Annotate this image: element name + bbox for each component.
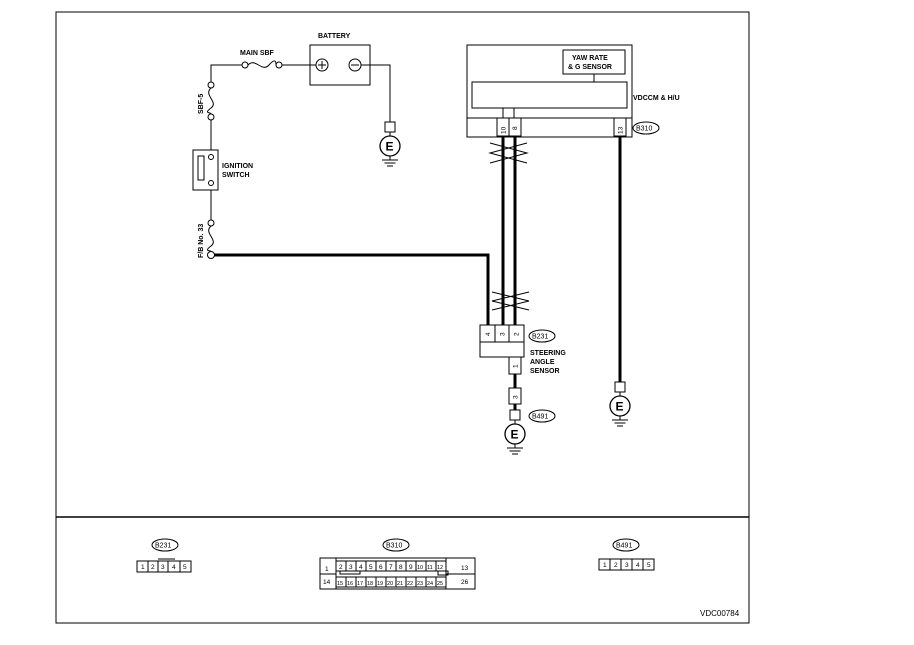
yaw-rate-label-1: YAW RATE <box>572 55 608 62</box>
b310-pin-top: 4 <box>359 564 363 571</box>
b491-view-pin: 1 <box>603 562 607 569</box>
main-sbf-label: MAIN SBF <box>240 50 275 57</box>
ground-symbol: E <box>616 400 624 414</box>
b310-pin-top: 12 <box>437 565 443 571</box>
b310-pin-bottom: 20 <box>387 581 393 587</box>
b310-badge: B310 <box>632 121 660 135</box>
diagram-frame <box>55 11 750 624</box>
fb33-label: F/B No. 33 <box>198 224 205 258</box>
sbf5-fuse: SBF-5 <box>198 81 215 121</box>
b231-view-pin: 2 <box>151 564 155 571</box>
b310-pin-top: 5 <box>369 564 373 571</box>
b310-pin-top: 3 <box>349 564 353 571</box>
b310-pin-bottom: 25 <box>437 581 443 587</box>
sas-pin-4: 4 <box>485 332 492 336</box>
b310-pin-bottom: 15 <box>337 581 343 587</box>
vdccm-unit: YAW RATE & G SENSOR 10 8 13 VDCCM & H/U <box>466 44 680 138</box>
b310-pin-bottom: 24 <box>427 581 433 587</box>
twist-mark-top <box>488 142 529 164</box>
b231-view-pin: 3 <box>161 564 165 571</box>
b310-pin-bottom: 16 <box>347 581 353 587</box>
vdccm-pin-8: 8 <box>512 126 519 130</box>
sas-pin-2: 2 <box>514 332 521 336</box>
b231-badge-label: B231 <box>532 334 548 341</box>
sbf5-label: SBF-5 <box>198 94 205 114</box>
battery-label: BATTERY <box>318 33 351 40</box>
sas-pin-3: 3 <box>500 332 507 336</box>
b491-view-pin: 5 <box>647 562 651 569</box>
steering-angle-sensor: 4 3 2 1 STEERING ANGLE SENSOR <box>479 324 566 375</box>
ignition-switch-label-2: SWITCH <box>222 172 250 179</box>
b310-pin-bottom: 23 <box>417 581 423 587</box>
steering-label-1: STEERING <box>530 350 566 357</box>
steering-label-2: ANGLE <box>530 359 555 366</box>
b310-pin-top: 10 <box>417 565 423 571</box>
b231-connector-view: B231 1 2 3 4 5 <box>136 538 192 573</box>
battery: BATTERY <box>309 33 371 86</box>
b310-pin-14: 14 <box>323 579 331 586</box>
fb33-fuse: F/B No. 33 <box>198 219 215 259</box>
b231-view-pin: 5 <box>183 564 187 571</box>
b491-view-pin: 3 <box>625 562 629 569</box>
sas-pin-1: 1 <box>513 364 520 368</box>
b310-badge-label: B310 <box>636 126 652 133</box>
b231-view-pin: 1 <box>141 564 145 571</box>
b231-view-label: B231 <box>155 543 171 550</box>
b231-view-pin: 4 <box>172 564 176 571</box>
b310-pin-top: 7 <box>389 564 393 571</box>
twist-mark-bottom <box>491 291 530 311</box>
b491-view-pin: 2 <box>614 562 618 569</box>
b310-pin-26: 26 <box>461 579 469 586</box>
b310-pin-top: 8 <box>399 564 403 571</box>
vdccm-pin-13: 13 <box>618 126 625 134</box>
vdccm-label: VDCCM & H/U <box>633 95 680 102</box>
b310-pin-bottom: 17 <box>357 581 363 587</box>
ground-sensor: E <box>504 409 526 455</box>
b310-pin-top: 9 <box>409 564 413 571</box>
power-wire <box>214 253 490 325</box>
b310-pin-top: 11 <box>427 565 433 571</box>
b310-pin-bottom: 19 <box>377 581 383 587</box>
b491-badge: B491 <box>528 409 556 423</box>
ground-symbol: E <box>386 140 394 154</box>
steering-label-3: SENSOR <box>530 368 560 375</box>
document-id: VDC00784 <box>700 609 740 618</box>
b310-pin-13: 13 <box>461 565 469 572</box>
b491-connector: 3 <box>508 387 522 405</box>
yaw-rate-label-2: & G SENSOR <box>568 64 612 71</box>
vdccm-pin-10: 10 <box>501 126 508 134</box>
b310-pin-bottom: 21 <box>397 581 403 587</box>
b310-pin-top: 6 <box>379 564 383 571</box>
b491-pin-3: 3 <box>513 395 520 399</box>
b310-view-label: B310 <box>386 543 402 550</box>
b231-badge: B231 <box>528 329 556 343</box>
b310-pin-1: 1 <box>325 566 329 573</box>
b491-view-label: B491 <box>616 543 632 550</box>
main-sbf-fuse: MAIN SBF <box>240 50 283 69</box>
b491-connector-view: B491 1 2 3 4 5 <box>598 538 655 571</box>
b310-pin-bottom: 22 <box>407 581 413 587</box>
ground-symbol: E <box>511 428 519 442</box>
ground-battery: E <box>379 121 401 167</box>
b491-view-pin: 4 <box>636 562 640 569</box>
b310-pin-top: 2 <box>339 564 343 571</box>
ground-vdccm: E <box>609 381 631 427</box>
ignition-switch-label-1: IGNITION <box>222 163 253 170</box>
b491-badge-label: B491 <box>532 414 548 421</box>
ignition-switch: IGNITION SWITCH <box>192 149 253 191</box>
b310-pin-bottom: 18 <box>367 581 373 587</box>
